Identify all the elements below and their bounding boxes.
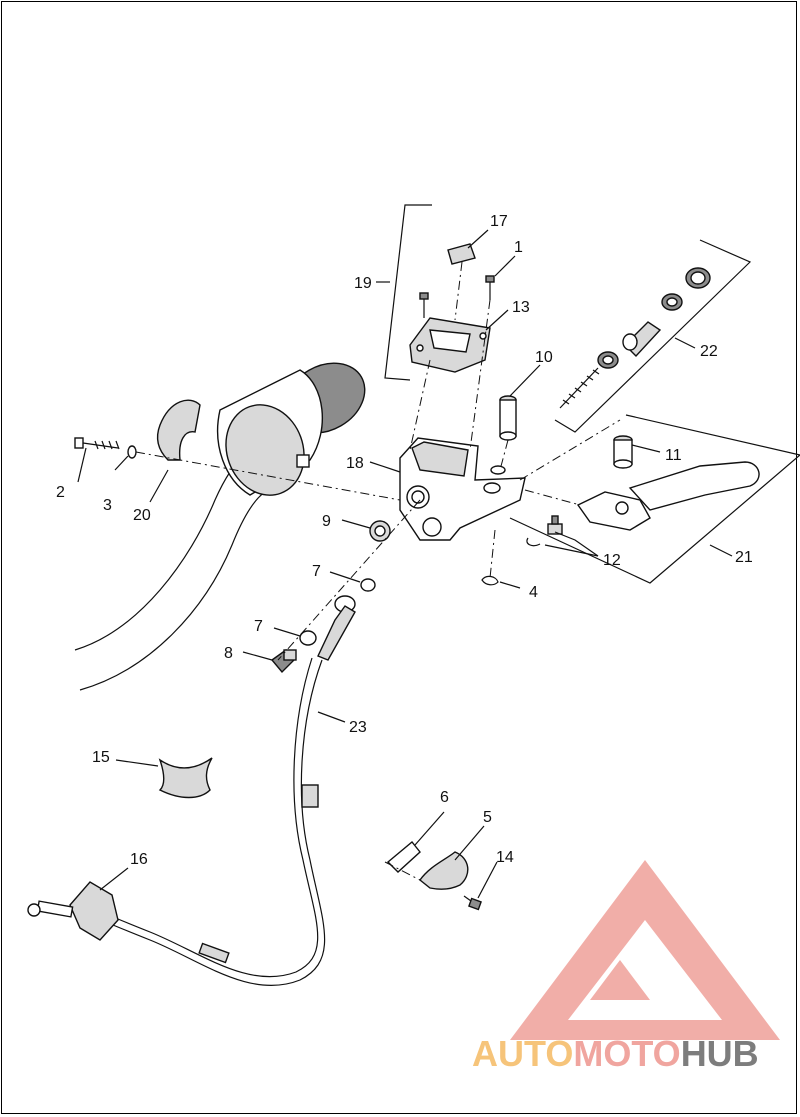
callout-11: 11 <box>665 447 682 464</box>
callout-2: 2 <box>56 484 65 501</box>
callout-5: 5 <box>483 809 492 826</box>
callout-16: 16 <box>130 851 148 868</box>
part-7-washer-lower <box>299 630 317 646</box>
part-7-washer-upper <box>360 578 376 592</box>
part-17-diaphragm <box>447 243 476 265</box>
watermark-triangle-mark <box>590 960 650 1000</box>
callout-17: 17 <box>490 213 508 230</box>
callout-13: 13 <box>512 299 530 316</box>
callout-15: 15 <box>92 749 110 766</box>
callout-12: 12 <box>603 552 621 569</box>
callout-1: 1 <box>514 239 523 256</box>
part-8-banjo-bolt <box>270 649 297 674</box>
callout-labels: 1 2 3 4 5 6 7 7 8 9 10 11 12 13 14 15 16… <box>56 213 753 868</box>
part-16-caliper-fitting <box>27 881 119 941</box>
callout-20: 20 <box>133 507 151 524</box>
part-11-bushing <box>613 435 633 469</box>
callout-14: 14 <box>496 849 514 866</box>
callout-22: 22 <box>700 343 718 360</box>
callout-7-upper: 7 <box>312 563 321 580</box>
callout-18: 18 <box>346 455 364 472</box>
part-18-master-cylinder <box>399 437 526 541</box>
watermark-text: AUTOMOTOHUB <box>472 1033 759 1074</box>
part-22-piston-kit <box>559 267 711 409</box>
watermark-text-auto: AUTO <box>472 1033 573 1074</box>
part-4-retaining-clip <box>481 575 499 586</box>
part-15-cable-clip <box>158 757 213 799</box>
callout-21: 21 <box>735 549 753 566</box>
part-1-screw-left <box>419 292 429 318</box>
callout-10: 10 <box>535 349 553 366</box>
part-13-reservoir-cover <box>409 317 491 373</box>
callout-6: 6 <box>440 789 449 806</box>
bracket-22 <box>554 239 752 433</box>
part-14-screw <box>463 895 482 911</box>
watermark-text-moto: MOTO <box>573 1033 680 1074</box>
watermark-text-hub: HUB <box>681 1033 759 1074</box>
callout-23: 23 <box>349 719 367 736</box>
alignment-lines <box>135 261 621 881</box>
bracket-19 <box>384 204 432 381</box>
part-10-pivot-pin <box>499 395 517 441</box>
callout-9: 9 <box>322 513 331 530</box>
part-6-bracket <box>386 841 421 873</box>
callout-8: 8 <box>224 645 233 662</box>
part-20-clamp <box>156 399 201 461</box>
throttle-grip <box>216 362 366 496</box>
watermark-logo: AUTOMOTOHUB <box>472 860 780 1074</box>
part-12-stoplight-switch <box>526 515 563 547</box>
callout-4: 4 <box>529 584 538 601</box>
part-1-screw-right <box>485 275 495 300</box>
part-2-screw <box>74 437 120 450</box>
leader-lines <box>77 229 733 899</box>
part-23-brake-line <box>79 595 356 986</box>
callout-19: 19 <box>354 275 372 292</box>
part-21-brake-lever <box>576 461 760 531</box>
part-5-line-clamp <box>419 851 469 890</box>
part-9-sight-glass <box>369 520 391 542</box>
bracket-21 <box>509 414 800 584</box>
callout-7-lower: 7 <box>254 618 263 635</box>
callout-3: 3 <box>103 497 112 514</box>
part-3-washer <box>127 445 137 459</box>
